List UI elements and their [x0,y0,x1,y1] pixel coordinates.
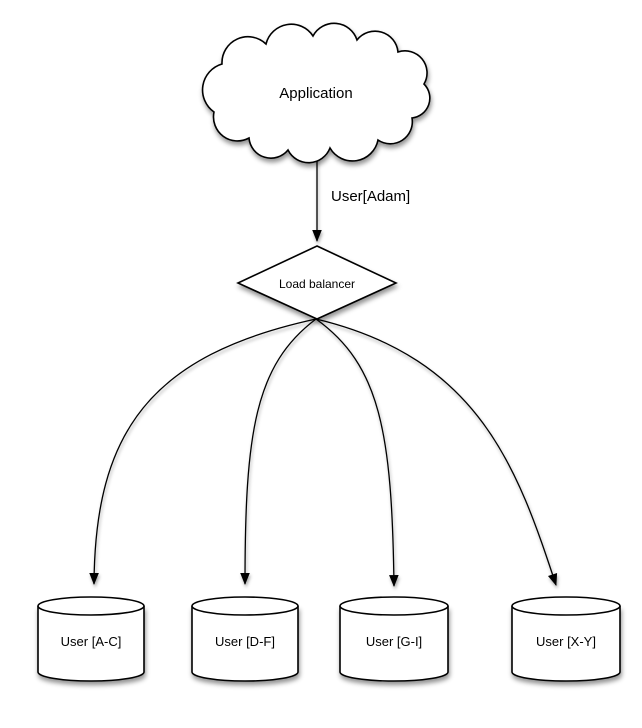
shard-df-node: User [D-F] [191,596,299,682]
cylinder-top [191,596,299,616]
cylinder-top [511,596,621,616]
cylinder-top [339,596,449,616]
shard-xy-node: User [X-Y] [511,596,621,682]
cylinder-body [37,606,145,682]
shard-gi-label: User [G-I] [366,634,422,649]
application-label: Application [279,85,352,102]
cloud-shape [201,22,431,164]
cylinder-body [511,606,621,682]
load-balancer-node: Load balancer [236,245,398,320]
cylinder-body [339,606,449,682]
edge-lb-to-shard-xy [315,318,558,586]
cylinder-top [37,596,145,616]
shard-ac-node: User [A-C] [37,596,145,682]
application-node: Application [201,22,431,164]
load-balancer-label: Load balancer [279,277,355,291]
shard-df-label: User [D-F] [215,634,275,649]
cylinder-body [191,606,299,682]
shard-gi-node: User [G-I] [339,596,449,682]
edge-group [89,151,558,587]
shard-ac-label: User [A-C] [61,634,122,649]
edge-lb-to-shard-ac [89,318,317,585]
diamond-shape [236,245,398,320]
shard-xy-label: User [X-Y] [536,634,596,649]
edge-app-to-lb-label: User[Adam] [331,188,410,205]
edge-lb-to-shard-gi [315,318,399,587]
edge-lb-to-shard-df [240,318,317,585]
